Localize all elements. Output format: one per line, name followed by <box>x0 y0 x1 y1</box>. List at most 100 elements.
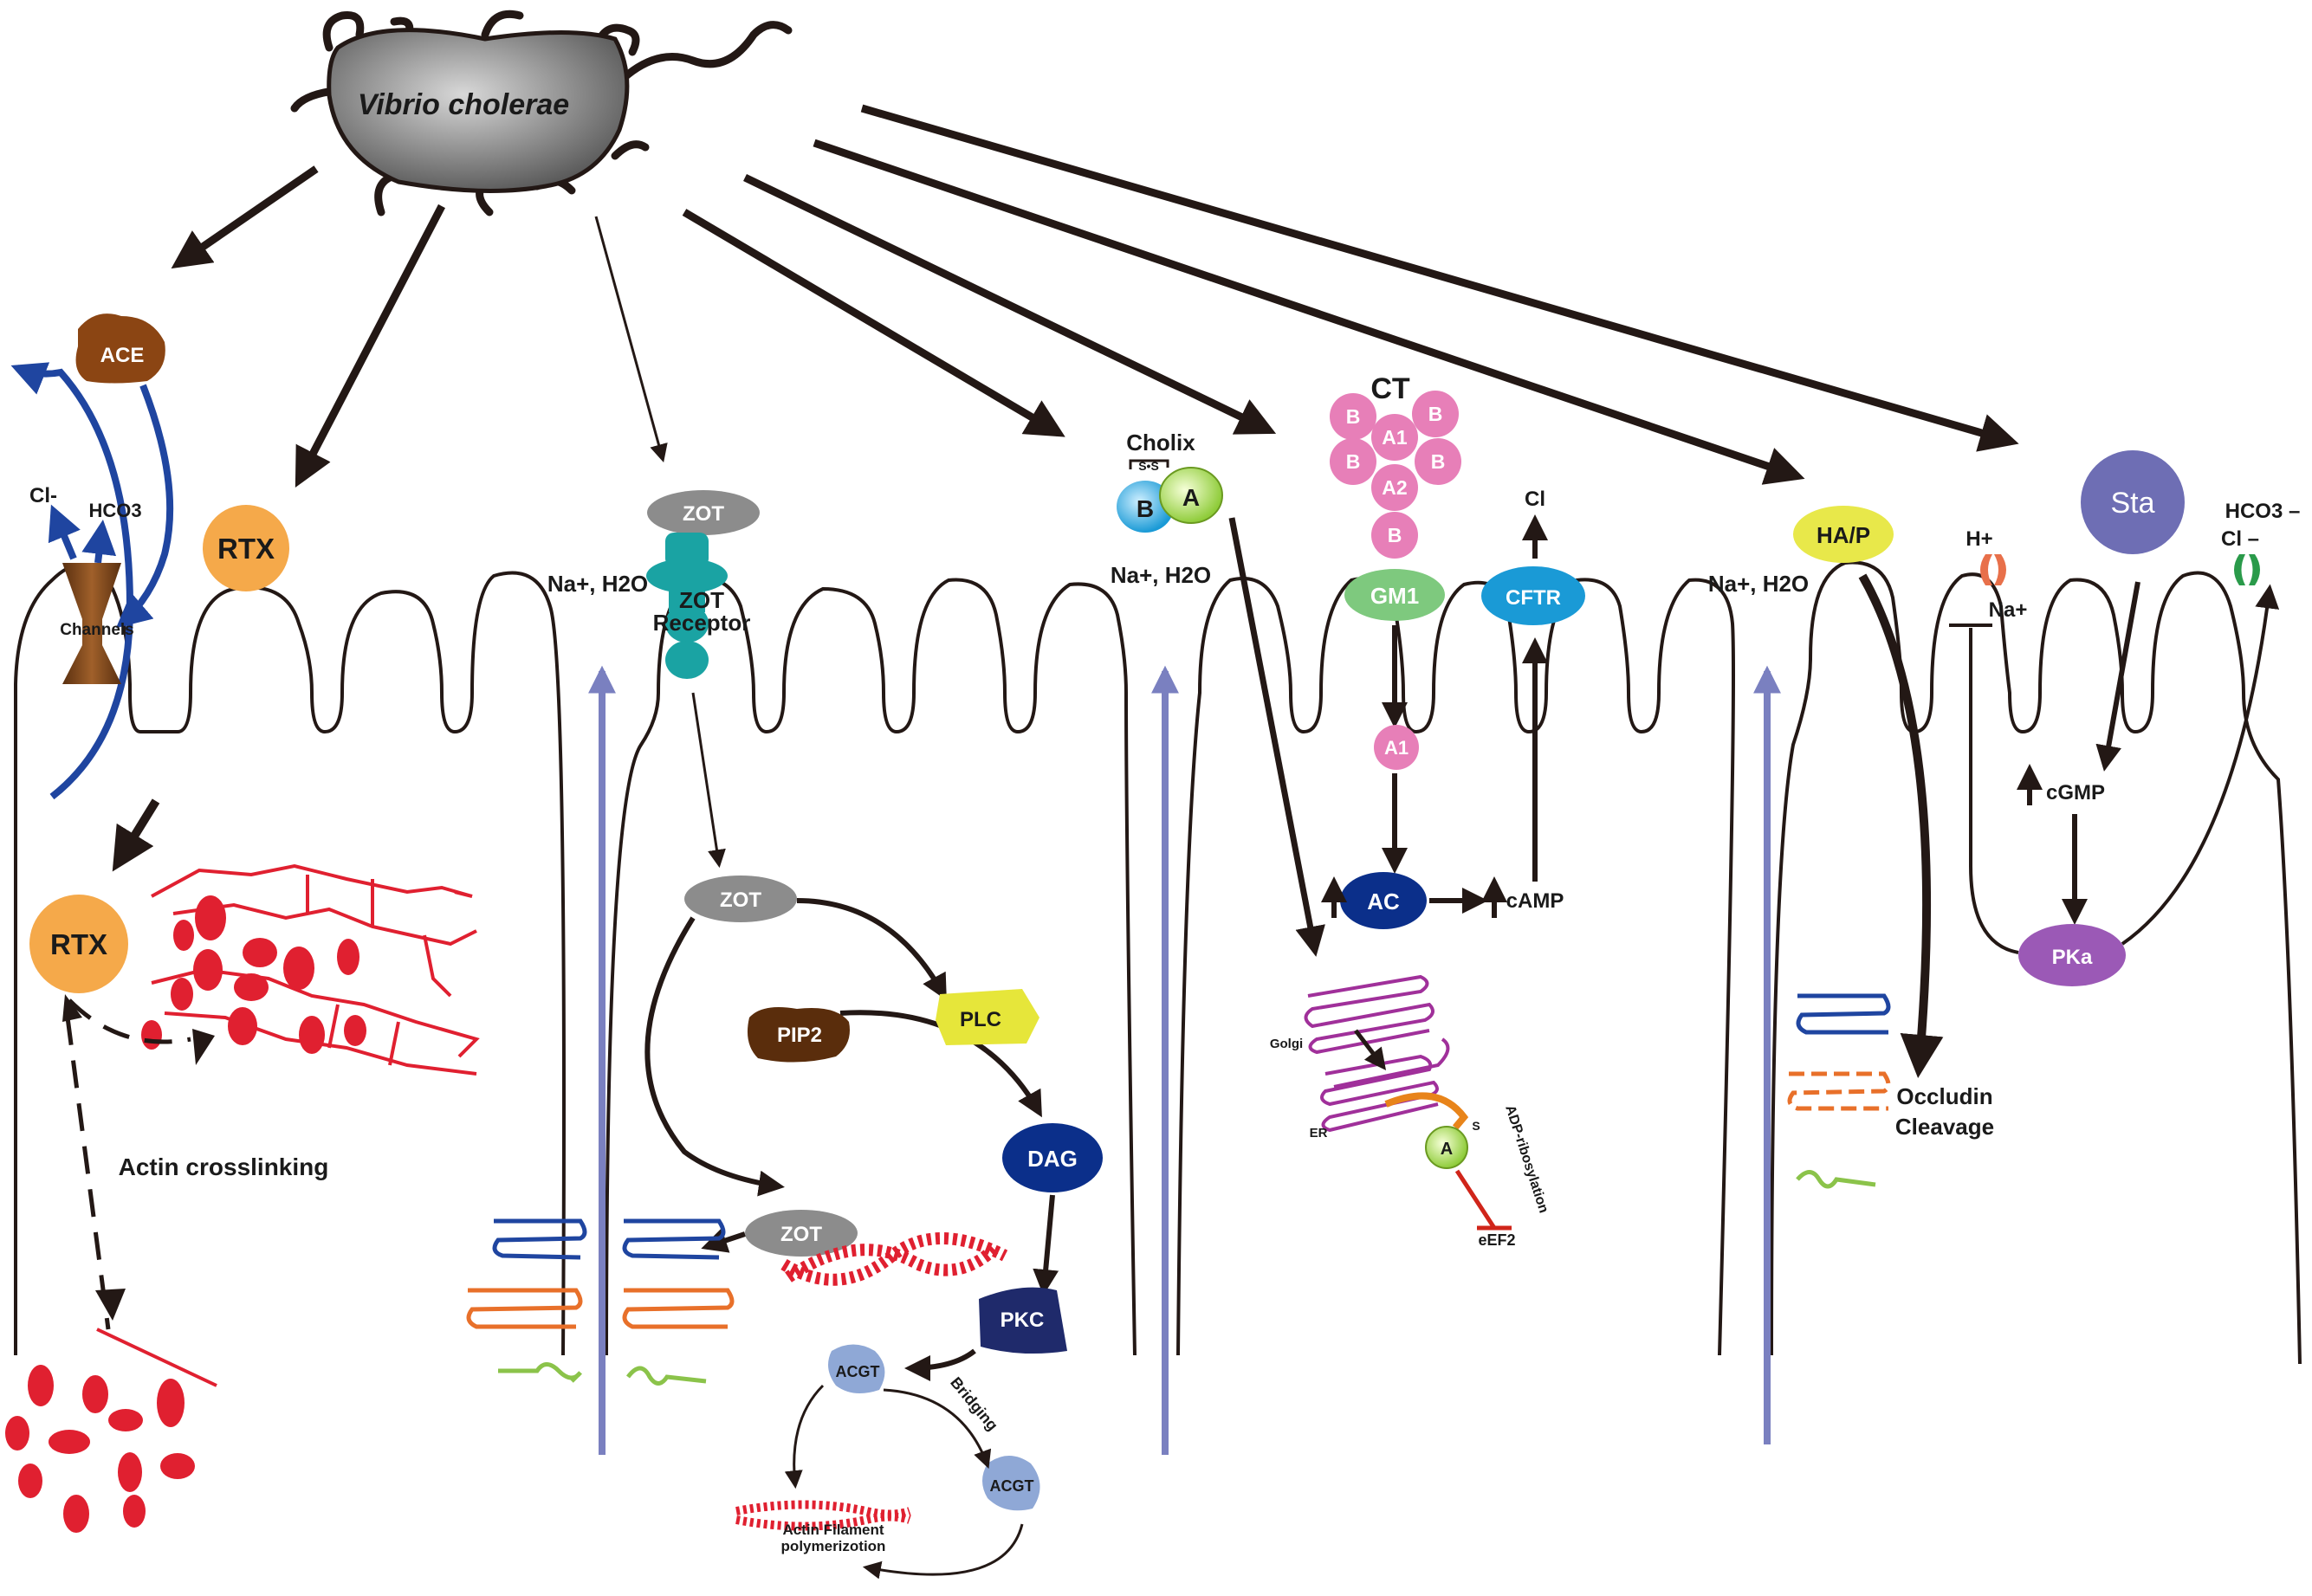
rtx-cytosol-circle <box>29 895 128 993</box>
channels-label: Channels <box>60 621 134 639</box>
cftr-ellipse <box>1481 566 1585 625</box>
cftr-label: CFTR <box>1506 586 1561 610</box>
cl-channel <box>2234 554 2260 585</box>
na-h2o-label-1: Na+, H2O <box>547 571 648 597</box>
ac-ellipse <box>1340 872 1427 929</box>
dashed-arrows <box>65 998 191 1330</box>
actin-network <box>151 863 480 1076</box>
actin-filament-red <box>780 1232 1008 1286</box>
svg-text:B: B <box>1346 405 1361 428</box>
svg-text:A1: A1 <box>1382 426 1408 449</box>
actin-crosslinking-label: Actin crosslinking <box>119 1153 329 1180</box>
ct-subunit-labels: B B A1 B B A2 B <box>1346 403 1446 546</box>
rtx-membrane-label: RTX <box>217 533 275 565</box>
golgi-to-er-arrow <box>1354 1029 1387 1070</box>
hap-ellipse <box>1793 506 1894 563</box>
naplus-label: Na+ <box>1989 598 2028 622</box>
ace-cl-label: Cl- <box>29 484 57 507</box>
occludin-label: Occludin <box>1896 1083 1992 1109</box>
ct-cl-label: Cl <box>1525 488 1545 511</box>
svg-text:B: B <box>1388 524 1402 546</box>
dag-ellipse <box>1002 1123 1103 1192</box>
ace-blob <box>75 313 165 384</box>
ace-hco3-label: HCO3 <box>88 500 141 521</box>
cholix-label: Cholix <box>1126 430 1195 456</box>
pkc-label: PKC <box>1001 1308 1045 1332</box>
bacterium-label: Vibrio cholerae <box>358 88 569 121</box>
sta-cl-label: Cl – <box>2221 527 2259 551</box>
pka-inhibits-na <box>1949 624 2019 954</box>
cholix-a-label: A <box>1182 484 1200 511</box>
vibrio-cholerae-bacterium <box>290 10 793 216</box>
sta-hco3-label: HCO3 – <box>2225 500 2301 523</box>
cholix-a <box>1159 467 1223 524</box>
pka-label: PKa <box>2052 946 2093 969</box>
tight-junction-right <box>1787 993 1891 1189</box>
svg-text:B: B <box>1431 450 1446 473</box>
zot-arrow-down <box>691 692 726 869</box>
zot-receptor-sub: Receptor <box>653 610 751 636</box>
na-h2o-label-3: Na+, H2O <box>1708 571 1809 597</box>
bacterium-arrows <box>171 104 2019 488</box>
ac-label: AC <box>1367 888 1400 914</box>
dashed-arrowhead-down <box>95 1289 126 1321</box>
acgt-shape-1 <box>828 1344 885 1393</box>
cholix-s-label: S <box>1472 1119 1480 1133</box>
pip2-shape <box>747 1006 850 1063</box>
a1-label: A1 <box>1384 737 1409 759</box>
actin-polymer-line2: polymerizotion <box>781 1538 886 1554</box>
plc-shape <box>936 989 1039 1045</box>
tight-junction-left <box>466 1218 735 1386</box>
red-cells-bottom <box>5 1365 195 1533</box>
hplus-label: H+ <box>1966 527 1992 551</box>
golgi-label: Golgi <box>1270 1037 1303 1051</box>
gm1-ellipse <box>1344 569 1445 621</box>
svg-text:A2: A2 <box>1382 476 1407 499</box>
dashed-arrowhead-up <box>62 994 82 1022</box>
ion-flow-arrows <box>10 362 174 800</box>
na-h2o-label-2: Na+, H2O <box>1111 562 1211 588</box>
red-cells-top <box>141 895 366 1054</box>
pka-ellipse <box>2018 924 2126 986</box>
pka-activates-cl <box>2121 584 2280 946</box>
svg-text:B: B <box>1428 403 1443 425</box>
sta-circle <box>2081 450 2185 554</box>
plc-label: PLC <box>960 1008 1001 1031</box>
gm1-label: GM1 <box>1370 583 1419 609</box>
cholix-arrow <box>1228 517 1325 957</box>
zot3-ellipse <box>745 1210 858 1257</box>
zot-receptor-shape <box>646 533 728 679</box>
zot-receptor-label: ZOT <box>679 587 724 613</box>
actin-polymer-line1: Actin Filament <box>782 1522 884 1538</box>
hap-arrow <box>1858 573 1944 1078</box>
actin-fragment <box>96 1328 217 1387</box>
acgt-label-1: ACGT <box>836 1363 880 1380</box>
adp-arc <box>1384 1092 1469 1130</box>
cholix-bracket <box>1129 459 1169 469</box>
ct-subunits <box>1330 391 1461 559</box>
ct-label: CT <box>1370 372 1410 405</box>
ion-channel <box>62 563 121 684</box>
bacterium-body <box>327 28 630 193</box>
bridging-label: Bridging <box>947 1373 1001 1434</box>
cell-membrane <box>14 560 2302 1365</box>
adp-ribosylation-label: ADP-ribosylation <box>1502 1103 1551 1215</box>
rtx-cytosol-label: RTX <box>50 928 107 960</box>
acgt-cycle-arrows <box>784 1384 1024 1580</box>
rtx-entry-arrow <box>112 798 160 872</box>
cholix-b-label: B <box>1137 495 1154 522</box>
sta-label: Sta <box>2110 487 2154 520</box>
zot-label: ZOT <box>683 502 724 526</box>
camp-label: cAMP <box>1506 889 1564 913</box>
golgi-er-stacks <box>1304 974 1450 1133</box>
eef2-inhibition <box>1454 1169 1512 1231</box>
cholix-a-small-label: A <box>1441 1140 1453 1159</box>
pkc-shape <box>979 1287 1067 1354</box>
zot-ellipse <box>647 490 760 535</box>
a1-circle <box>1374 725 1419 770</box>
flux-arrows <box>588 665 1781 1455</box>
eef2-label: eEF2 <box>1478 1231 1515 1249</box>
rtx-membrane-circle <box>203 505 289 591</box>
zot3-label: ZOT <box>780 1223 822 1246</box>
sta-to-cgmp-arrow <box>2095 581 2140 772</box>
